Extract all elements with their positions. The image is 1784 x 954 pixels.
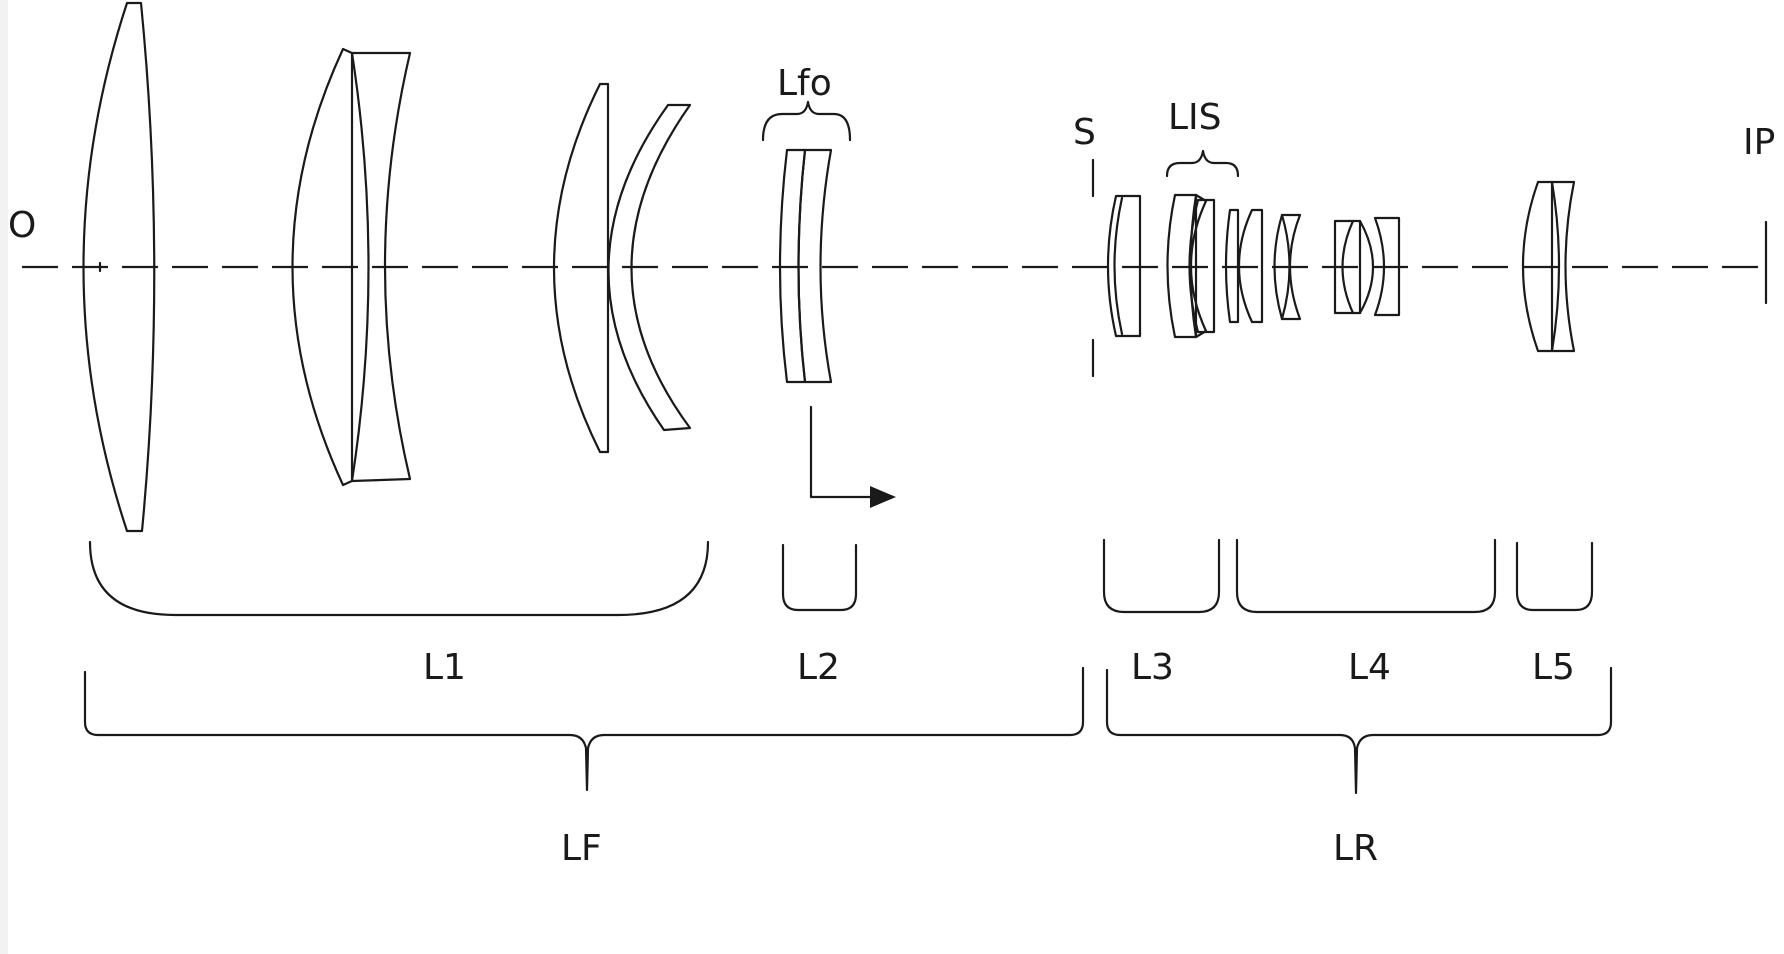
l4-bracket — [1235, 538, 1497, 614]
lfo-label: Lfo — [777, 63, 832, 104]
l4-label: L4 — [1348, 647, 1391, 688]
lens-element-14 — [1273, 213, 1302, 321]
l2-label: L2 — [797, 647, 840, 688]
l3-label: L3 — [1131, 647, 1174, 688]
lens-element-3 — [350, 51, 412, 483]
lens-element-1 — [82, 1, 156, 533]
lens-element-4 — [552, 82, 610, 454]
image-plane-label: IP — [1743, 122, 1775, 163]
lens-element-17 — [1521, 180, 1554, 353]
focus-movement-arrow — [809, 405, 882, 499]
lens-element-16 — [1373, 216, 1401, 317]
lens-element-9 — [1166, 193, 1198, 339]
lens-element-14-inner — [1280, 213, 1291, 321]
lens-element-8-inner — [1113, 196, 1124, 336]
lr-label: LR — [1333, 828, 1378, 869]
l3-bracket — [1102, 538, 1221, 614]
lf-label: LF — [561, 828, 602, 869]
lens-element-5 — [607, 103, 692, 432]
lens-element-13 — [1238, 208, 1264, 324]
lens-element-18 — [1550, 180, 1576, 353]
lfo-bracket — [761, 100, 852, 142]
stop-label: S — [1073, 112, 1096, 153]
lr-bracket — [1105, 666, 1613, 795]
lens-element-8 — [1106, 194, 1142, 338]
lis-label: LIS — [1168, 97, 1222, 138]
lens-element-7 — [797, 148, 833, 384]
lens-element-11 — [1188, 198, 1216, 334]
lens-element-16-inner — [1358, 219, 1374, 315]
arrow-head-icon — [870, 486, 896, 508]
l5-bracket — [1515, 541, 1594, 612]
l1-bracket — [88, 540, 710, 617]
lens-element-15-inner — [1341, 219, 1355, 315]
l5-label: L5 — [1532, 647, 1575, 688]
object-label: O — [8, 205, 36, 246]
figure-background — [8, 0, 1784, 954]
l1-label: L1 — [423, 647, 466, 688]
lens-element-12 — [1224, 208, 1240, 324]
lis-bracket — [1165, 149, 1240, 178]
lens-element-2 — [291, 47, 354, 487]
l2-bracket — [781, 543, 858, 612]
lf-bracket — [83, 666, 1085, 792]
